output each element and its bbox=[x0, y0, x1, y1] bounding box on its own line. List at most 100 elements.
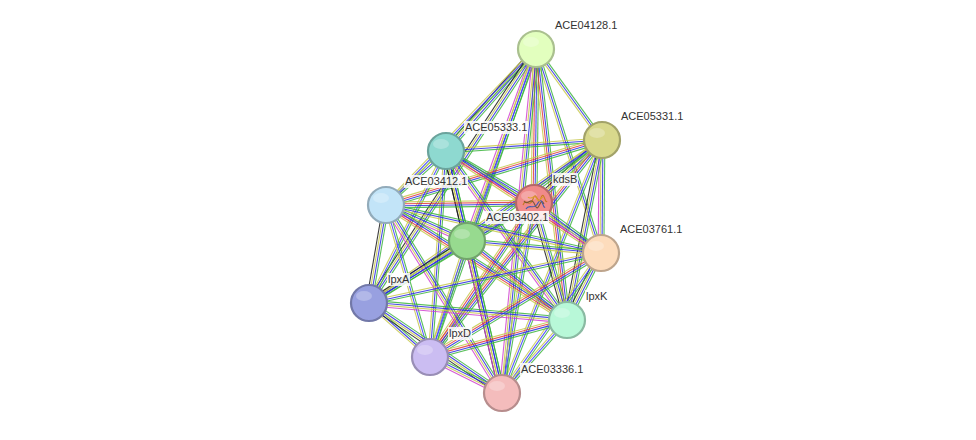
interaction-edge bbox=[386, 302, 551, 322]
evidence-line bbox=[403, 206, 517, 208]
protein-node: ACE05333.1 bbox=[426, 121, 529, 171]
node-highlight bbox=[523, 37, 539, 47]
protein-circle bbox=[410, 337, 450, 377]
node-highlight bbox=[589, 128, 605, 138]
protein-node: lpxA bbox=[349, 273, 411, 323]
protein-circle bbox=[547, 300, 587, 340]
node-disc bbox=[351, 285, 387, 321]
evidence-line bbox=[602, 157, 604, 236]
structure-trace bbox=[526, 201, 545, 209]
evidence-line bbox=[393, 221, 491, 380]
node-disc bbox=[449, 223, 485, 259]
interaction-edge bbox=[454, 163, 560, 308]
protein-label: ACE05331.1 bbox=[620, 110, 684, 123]
evidence-line bbox=[386, 304, 550, 318]
node-highlight bbox=[554, 308, 570, 318]
node-highlight bbox=[356, 291, 372, 301]
protein-circle bbox=[516, 29, 556, 69]
node-disc bbox=[549, 302, 585, 338]
evidence-line bbox=[385, 255, 584, 298]
interaction-edge bbox=[510, 266, 592, 380]
interaction-edge bbox=[403, 200, 517, 207]
protein-node: ACE03336.1 bbox=[482, 363, 585, 413]
evidence-line bbox=[384, 312, 489, 383]
evidence-line bbox=[403, 202, 517, 204]
protein-circle bbox=[582, 120, 622, 160]
protein-label: ACE03402.1 bbox=[485, 211, 549, 224]
protein-node: lpxD bbox=[410, 327, 473, 377]
evidence-line bbox=[386, 305, 550, 319]
protein-node: ACE03402.1 bbox=[447, 211, 550, 261]
interaction-edge bbox=[544, 62, 593, 128]
structure-trace bbox=[528, 197, 543, 201]
evidence-line bbox=[479, 254, 552, 312]
protein-circle bbox=[349, 283, 389, 323]
evidence-line bbox=[382, 248, 451, 292]
protein-node: ACE03761.1 bbox=[581, 223, 684, 273]
interaction-edge bbox=[393, 218, 496, 380]
protein-label: ACE04128.1 bbox=[554, 19, 618, 32]
evidence-line bbox=[386, 307, 550, 321]
evidence-line bbox=[445, 365, 487, 386]
evidence-line bbox=[446, 362, 488, 383]
evidence-line bbox=[386, 302, 550, 316]
node-disc bbox=[518, 31, 554, 67]
evidence-line bbox=[403, 200, 517, 202]
node-highlight bbox=[454, 229, 470, 239]
evidence-line bbox=[447, 327, 551, 355]
evidence-line bbox=[549, 211, 589, 241]
evidence-line bbox=[444, 261, 586, 347]
evidence-line bbox=[451, 167, 499, 376]
evidence-line bbox=[381, 315, 486, 386]
node-disc bbox=[583, 235, 619, 271]
evidence-line bbox=[600, 157, 602, 236]
evidence-line bbox=[445, 263, 587, 349]
protein-circle bbox=[366, 185, 406, 225]
protein-node: lpxK bbox=[547, 290, 609, 340]
evidence-line bbox=[461, 159, 520, 194]
node-highlight bbox=[417, 345, 433, 355]
evidence-line bbox=[482, 152, 590, 233]
protein-circle bbox=[581, 233, 621, 273]
evidence-line bbox=[446, 322, 550, 350]
evidence-line bbox=[379, 64, 527, 290]
protein-label: ACE03412.1 bbox=[404, 175, 468, 188]
evidence-line bbox=[384, 251, 453, 295]
evidence-line bbox=[484, 241, 584, 250]
protein-circle bbox=[482, 373, 522, 413]
evidence-line bbox=[481, 150, 589, 231]
interaction-edge bbox=[444, 362, 488, 388]
structure-image bbox=[523, 195, 547, 209]
evidence-line bbox=[547, 214, 587, 244]
evidence-line bbox=[369, 221, 380, 286]
protein-circle bbox=[447, 221, 487, 261]
evidence-line bbox=[510, 266, 589, 378]
node-highlight bbox=[433, 139, 449, 149]
evidence-line bbox=[383, 249, 452, 293]
evidence-line bbox=[484, 244, 584, 253]
protein-node: ACE04128.1 bbox=[516, 19, 619, 69]
node-highlight bbox=[373, 193, 389, 203]
evidence-line bbox=[431, 168, 444, 340]
interaction-edge bbox=[446, 322, 552, 356]
protein-label: ACE03336.1 bbox=[520, 363, 584, 376]
interaction-edge bbox=[484, 241, 584, 254]
node-disc bbox=[428, 133, 464, 169]
evidence-line bbox=[512, 267, 591, 379]
evidence-line bbox=[371, 222, 382, 287]
interaction-edge bbox=[369, 221, 386, 286]
evidence-line bbox=[447, 325, 551, 353]
evidence-line bbox=[446, 324, 550, 352]
node-highlight bbox=[588, 241, 604, 251]
protein-label: ACE05333.1 bbox=[464, 121, 528, 134]
protein-label: kdsB bbox=[552, 173, 578, 186]
evidence-line bbox=[444, 367, 486, 388]
evidence-line bbox=[548, 62, 594, 125]
evidence-line bbox=[603, 157, 605, 236]
protein-node: ACE05331.1 bbox=[582, 110, 685, 160]
protein-label: ACE03761.1 bbox=[619, 223, 683, 236]
evidence-line bbox=[446, 264, 588, 350]
node-disc bbox=[584, 122, 620, 158]
protein-label: lpxK bbox=[585, 290, 608, 303]
